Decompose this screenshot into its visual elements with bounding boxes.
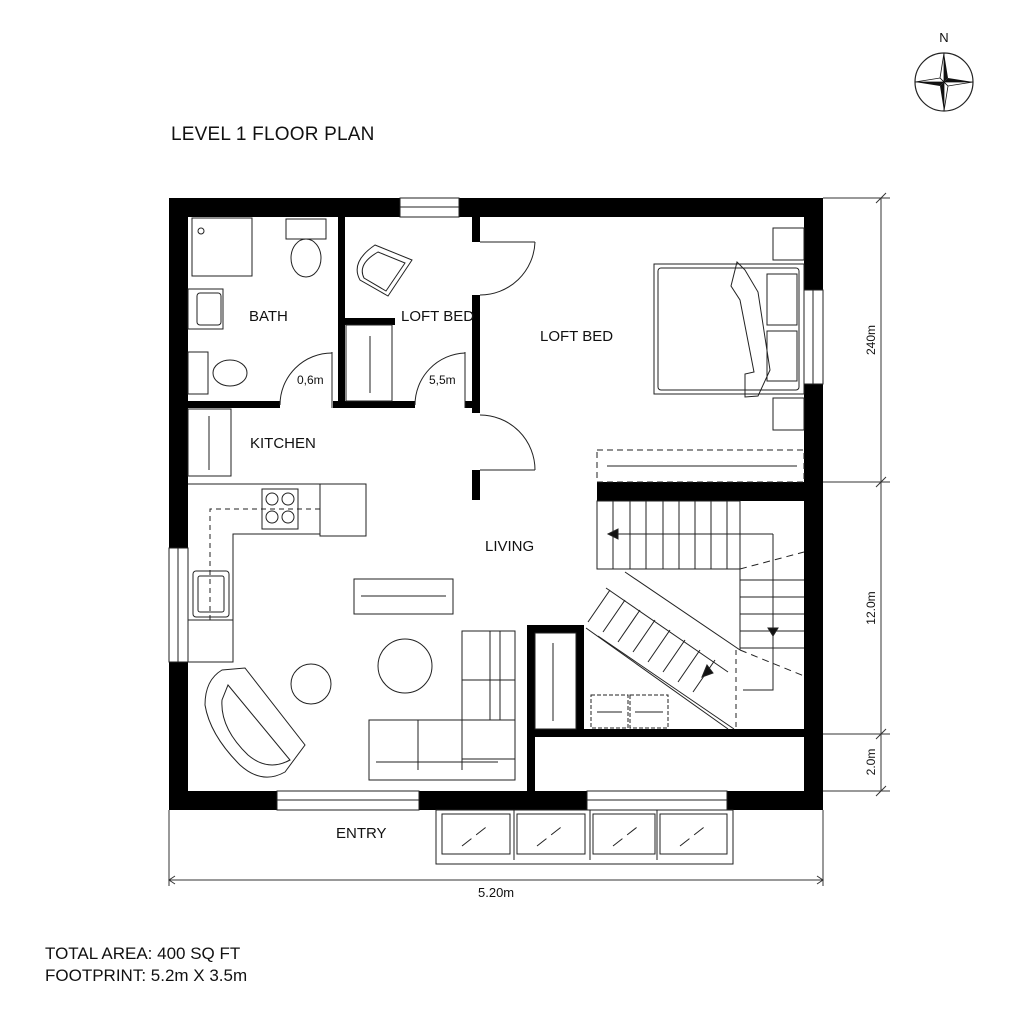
north-compass: N bbox=[910, 30, 978, 116]
plan-summary: TOTAL AREA: 400 SQ FT FOOTPRINT: 5.2m X … bbox=[45, 943, 247, 987]
bath-fixtures bbox=[187, 217, 327, 395]
kitchen-fixtures bbox=[187, 408, 367, 663]
dimension-right-top: 240m bbox=[864, 324, 878, 356]
dimension-lines bbox=[168, 192, 890, 886]
windows bbox=[168, 197, 824, 811]
exterior-walls bbox=[169, 198, 823, 810]
footprint: FOOTPRINT: 5.2m X 3.5m bbox=[45, 966, 248, 985]
room-label-loft-bed-small: LOFT BED bbox=[401, 308, 475, 325]
staircase bbox=[534, 500, 805, 730]
room-label-bath: BATH bbox=[249, 308, 288, 325]
plan-title: LEVEL 1 FLOOR PLAN bbox=[171, 124, 375, 145]
room-label-living: LIVING bbox=[485, 538, 535, 555]
loft-small-furniture bbox=[345, 244, 413, 402]
compass-rose-icon bbox=[914, 52, 974, 112]
bath-door-dimension: 0,6m bbox=[297, 373, 324, 387]
dimension-right-bottom: 2.0m bbox=[864, 748, 878, 776]
total-area: TOTAL AREA: 400 SQ FT bbox=[45, 944, 241, 963]
dimension-bottom-width: 5.20m bbox=[478, 885, 515, 900]
living-furniture bbox=[204, 578, 734, 865]
room-label-loft-bed-main: LOFT BED bbox=[540, 328, 614, 345]
room-label-kitchen: KITCHEN bbox=[250, 435, 316, 452]
room-label-entry: ENTRY bbox=[336, 825, 387, 842]
doors bbox=[279, 241, 536, 471]
dimension-right-middle: 12.0m bbox=[864, 591, 878, 625]
north-label: N bbox=[939, 30, 949, 45]
loft-door-dimension: 5,5m bbox=[429, 373, 456, 387]
bed-furniture bbox=[596, 227, 805, 483]
interior-walls bbox=[188, 217, 804, 791]
